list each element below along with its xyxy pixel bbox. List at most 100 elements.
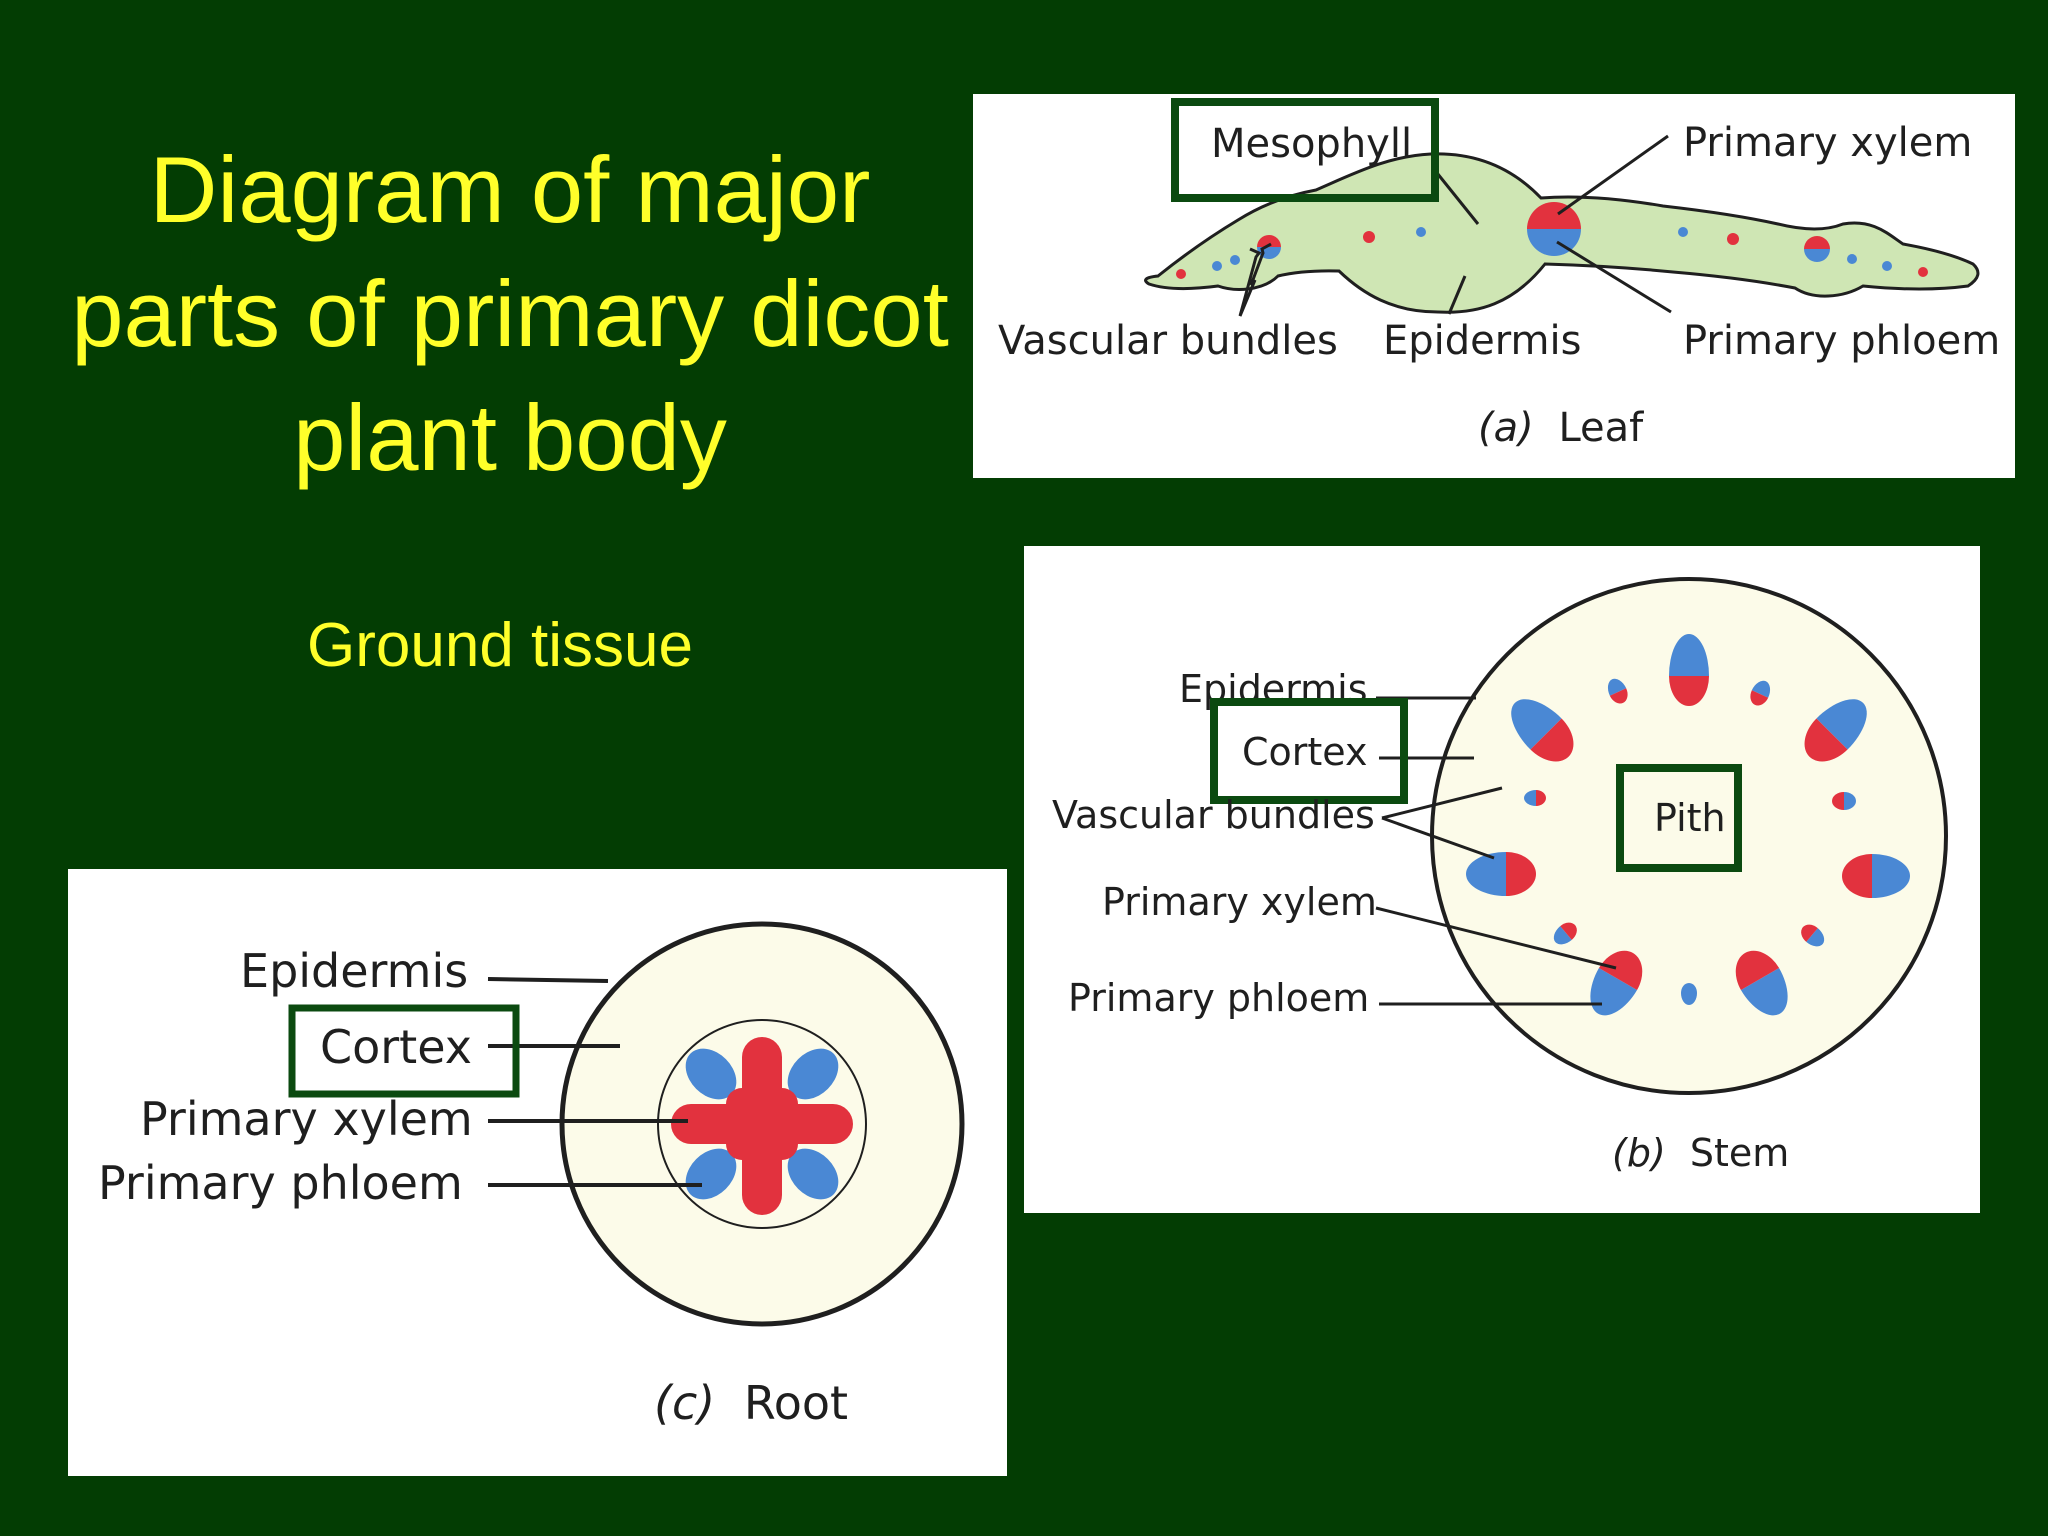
leaf-vein-dot	[1212, 261, 1222, 271]
stem-bundle-xylem	[1750, 690, 1769, 706]
stem-leader-lines	[1375, 696, 1617, 1006]
stem-label-vascular-bundles: Vascular bundles	[1052, 793, 1375, 837]
leaf-vein-dot	[1727, 233, 1739, 245]
stem-leader-xylem	[1375, 906, 1617, 970]
root-leader-epidermis	[487, 977, 609, 983]
leaf-label-primary-xylem: Primary xylem	[1683, 120, 1972, 166]
leaf-leader-epidermis	[1447, 275, 1467, 315]
leaf-label-mesophyll: Mesophyll	[1211, 121, 1412, 167]
stem-bundle-xylem	[1735, 950, 1780, 990]
leaf-leader-vascular	[1238, 242, 1272, 317]
leaf-caption-name: Leaf	[1558, 405, 1644, 451]
leaf-vein-dot	[1363, 231, 1375, 243]
cortex-highlight-box	[1210, 698, 1408, 804]
leaf-leader-mesophyll	[1431, 167, 1480, 225]
stem-leader-vascular-1	[1381, 786, 1503, 820]
stem-label-pith: Pith	[1654, 796, 1726, 840]
stem-bundle-large	[1735, 950, 1788, 1016]
stem-bundle-phloem	[1607, 678, 1627, 696]
title-line-3: plant body	[293, 385, 727, 490]
leaf-leader-lines	[1238, 134, 1672, 317]
stem-label-primary-xylem: Primary xylem	[1102, 880, 1377, 924]
stem-caption-name: Stem	[1690, 1131, 1789, 1175]
stem-bundle-small	[1607, 678, 1628, 704]
stem-bundle-small	[1524, 790, 1546, 806]
root-cortex-highlight-box	[288, 1004, 520, 1098]
root-diagram-svg: Epidermis Cortex Primary xylem Primary p…	[98, 921, 965, 1430]
leaf-label-epidermis: Epidermis	[1383, 318, 1581, 364]
stem-bundle-phloem	[1806, 928, 1825, 947]
stem-bundle-phloem	[1740, 968, 1788, 1016]
root-phloem	[787, 1148, 839, 1200]
leaf-label-vascular-bundles: Vascular bundles	[998, 318, 1338, 364]
title-line-1: Diagram of major	[149, 137, 871, 242]
leaf-vein-dot	[1176, 269, 1186, 279]
stem-diagram: Epidermis Cortex Vascular bundles Primar…	[1024, 546, 1980, 1213]
stem-bundle-phloem	[1872, 854, 1910, 898]
stem-bundle-xylem	[1609, 688, 1628, 704]
stem-label-primary-phloem: Primary phloem	[1068, 976, 1369, 1020]
root-caption: (c) Root	[654, 1376, 848, 1430]
stem-bundle-small	[1681, 983, 1697, 1005]
stem-bundle-phloem	[1553, 926, 1572, 945]
leaf-right-vein-xylem	[1804, 236, 1830, 249]
root-xylem-core	[726, 1088, 798, 1160]
leaf-leader-xylem	[1557, 134, 1669, 216]
leaf-vein-dot	[1847, 254, 1857, 264]
leaf-main-vein	[1527, 202, 1581, 256]
stem-bundle-xylem	[1842, 854, 1872, 898]
stem-bundle-phloem	[1524, 790, 1536, 806]
root-label-epidermis: Epidermis	[240, 944, 468, 998]
mesophyll-highlight-box	[1171, 98, 1439, 202]
stem-bundle-small	[1750, 680, 1771, 706]
title-line-2: parts of primary dicot	[71, 261, 949, 366]
leaf-label-primary-phloem: Primary phloem	[1683, 318, 2000, 364]
stem-caption: (b) Stem	[1612, 1131, 1789, 1175]
stem-bundle-phloem	[1816, 699, 1867, 750]
leaf-left-vein-xylem	[1257, 235, 1281, 247]
stem-bundle-large	[1466, 852, 1536, 896]
stem-bundle-phloem	[1844, 792, 1856, 810]
leaf-diagram: Mesophyll Primary xylem Vascular bundles…	[973, 94, 2015, 478]
leaf-vein-dot	[1882, 261, 1892, 271]
stem-caption-letter: (b)	[1612, 1131, 1666, 1175]
stem-bundle-xylem	[1506, 852, 1536, 896]
root-caption-letter: (c)	[654, 1376, 715, 1430]
stem-bundle-xylem	[1598, 950, 1643, 990]
leaf-small-veins	[1176, 227, 1928, 279]
root-phloem	[787, 1048, 839, 1100]
leaf-leader-phloem	[1556, 240, 1672, 314]
stem-bundle-small	[1801, 924, 1825, 947]
leaf-vein-dot	[1678, 227, 1688, 237]
leaf-caption: (a) Leaf	[1478, 405, 1644, 451]
slide-title: Diagram of major parts of primary dicot …	[10, 128, 1010, 500]
stem-label-cortex: Cortex	[1242, 730, 1368, 774]
root-xylem-star	[671, 1037, 853, 1215]
stem-bundle-large	[1804, 699, 1867, 762]
leaf-vein-dot	[1918, 267, 1928, 277]
stem-bundle-phloem	[1669, 634, 1709, 676]
root-label-primary-xylem: Primary xylem	[140, 1092, 473, 1146]
root-label-primary-phloem: Primary phloem	[98, 1156, 463, 1210]
stem-bundle-small	[1553, 922, 1577, 945]
root-leader-lines	[487, 977, 702, 1187]
stem-vascular-ring	[1466, 634, 1910, 1016]
pith-highlight-box	[1616, 764, 1742, 872]
stem-leader-vascular-2	[1381, 816, 1495, 860]
stem-bundle-phloem	[1466, 852, 1506, 896]
leaf-right-vein-phloem	[1804, 249, 1830, 262]
stem-diagram-svg: Epidermis Cortex Vascular bundles Primar…	[1052, 577, 1948, 1175]
stem-bundle-xylem	[1536, 790, 1546, 806]
root-phloem-patches	[685, 1048, 839, 1200]
stem-bundle-large	[1669, 634, 1709, 706]
slide-subtitle: Ground tissue	[307, 611, 693, 680]
stem-bundle-xylem	[1530, 718, 1574, 762]
stem-bundle-phloem	[1681, 993, 1697, 1005]
stem-bundle-xylem	[1804, 718, 1848, 762]
stem-bundle-large	[1842, 854, 1910, 898]
stem-bundle-small	[1832, 792, 1856, 810]
stem-bundle-large	[1511, 699, 1574, 762]
leaf-vein-dot	[1416, 227, 1426, 237]
leaf-diagram-svg: Mesophyll Primary xylem Vascular bundles…	[998, 98, 2000, 451]
stem-bundle-xylem	[1801, 924, 1818, 942]
